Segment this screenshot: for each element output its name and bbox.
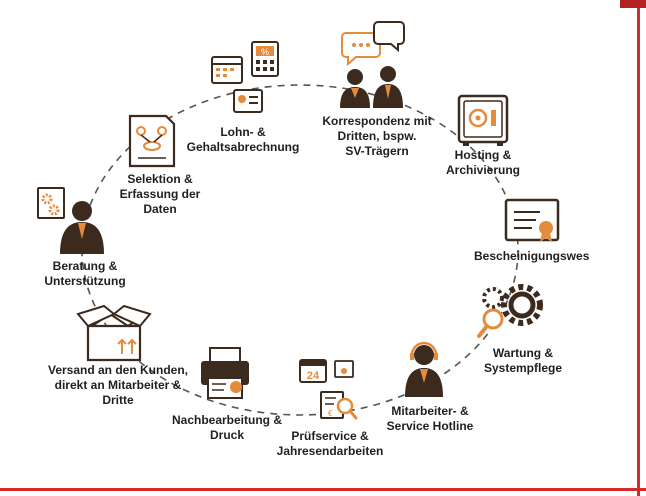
frame-corner <box>620 0 646 8</box>
item-label-pruefservice: Prüfservice & Jahresendarbeiten <box>276 429 384 458</box>
data-selection-icon <box>128 114 176 168</box>
headset-person-icon <box>405 341 443 397</box>
safe-icon <box>457 94 509 146</box>
item-label-selektion: Selektion & Erfassung der Daten <box>119 172 201 216</box>
svg-text:%: % <box>261 47 269 57</box>
box-icon <box>76 304 152 362</box>
frame-bottom-edge <box>0 488 646 491</box>
frame-right-edge <box>637 0 640 496</box>
gears-search-icon <box>477 284 543 338</box>
printer-icon <box>201 347 249 399</box>
svg-text:€: € <box>328 409 333 418</box>
item-label-nachbearbeitung: Nachbearbeitung & Druck <box>171 413 282 442</box>
item-label-beratung: Beratung & Unterstützung <box>44 259 126 288</box>
item-label-hosting: Hosting & Archivierung <box>445 148 520 177</box>
calendar-24-icon: 24 € <box>299 359 358 420</box>
item-label-versand: Versand an den Kunden, direkt an Mitarbe… <box>47 363 189 407</box>
svg-text:24: 24 <box>307 370 320 382</box>
certificate-icon <box>504 198 560 242</box>
item-label-lohn: Lohn- & Gehaltsabrechnung <box>186 125 300 154</box>
item-label-hotline: Mitarbeiter- & Service Hotline <box>386 404 474 433</box>
speech-people-icon <box>340 21 405 108</box>
item-label-korrespondenz: Korrespondenz mit Dritten, bspw. SV-Träg… <box>322 114 432 158</box>
payroll-calendar-icon: % <box>211 41 279 113</box>
item-label-wartung: Wartung & Systempflege <box>483 346 563 375</box>
consultant-icon <box>37 187 104 254</box>
item-label-bescheinigung: Bescheinigungswes <box>474 249 590 263</box>
